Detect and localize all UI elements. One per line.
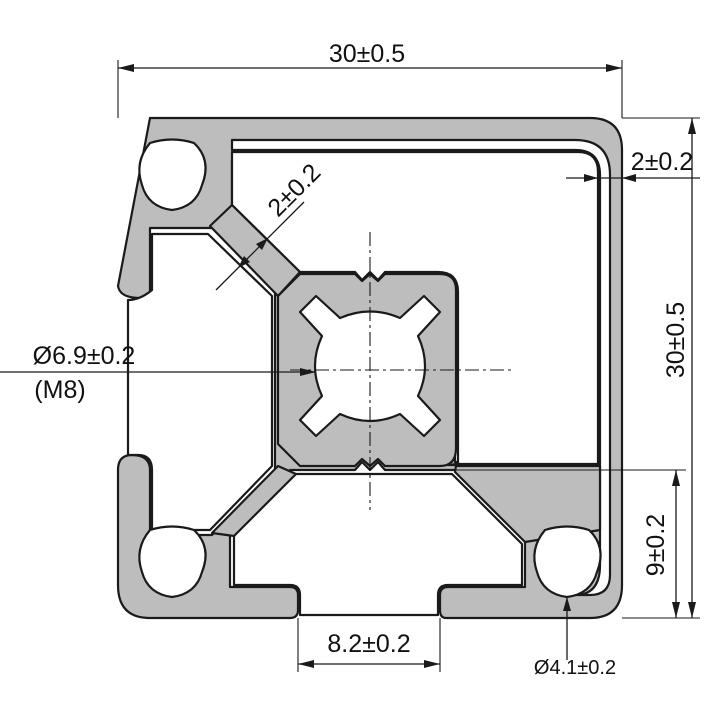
diagonal-web-bottom-left: [210, 464, 298, 538]
dimension-center-bore-thread-label: (M8): [34, 376, 85, 404]
dimension-corner-hole-diameter: [563, 597, 571, 660]
dimension-slot-width-label: 8.2±0.2: [327, 630, 410, 658]
corner-hole-bottom-right: [533, 525, 602, 599]
bottom-slot-cavity: [232, 472, 524, 617]
dimension-overall-width: [117, 60, 623, 118]
corner-hole-bottom-left: [138, 525, 207, 599]
dimension-wall-thickness-outer-label: 2±0.2: [631, 148, 693, 176]
dimension-wall-thickness-outer: [566, 174, 700, 182]
dimension-corner-hole-offset: [455, 469, 686, 618]
dimension-corner-hole-diameter-label: Ø4.1±0.2: [534, 657, 616, 679]
dimension-slot-width: [297, 618, 441, 672]
corner-hole-top-left: [138, 138, 207, 212]
dimension-center-bore-label: Ø6.9±0.2: [33, 342, 136, 370]
dimension-overall-height-label: 30±0.5: [662, 302, 690, 378]
dimension-corner-hole-offset-label: 9±0.2: [642, 514, 670, 576]
dimension-overall-width-label: 30±0.5: [329, 40, 405, 68]
dimension-wall-thickness-diagonal: [215, 201, 305, 291]
main-cavity: [230, 150, 600, 466]
dimension-center-bore: [0, 368, 316, 376]
dimension-overall-height: [622, 117, 700, 619]
